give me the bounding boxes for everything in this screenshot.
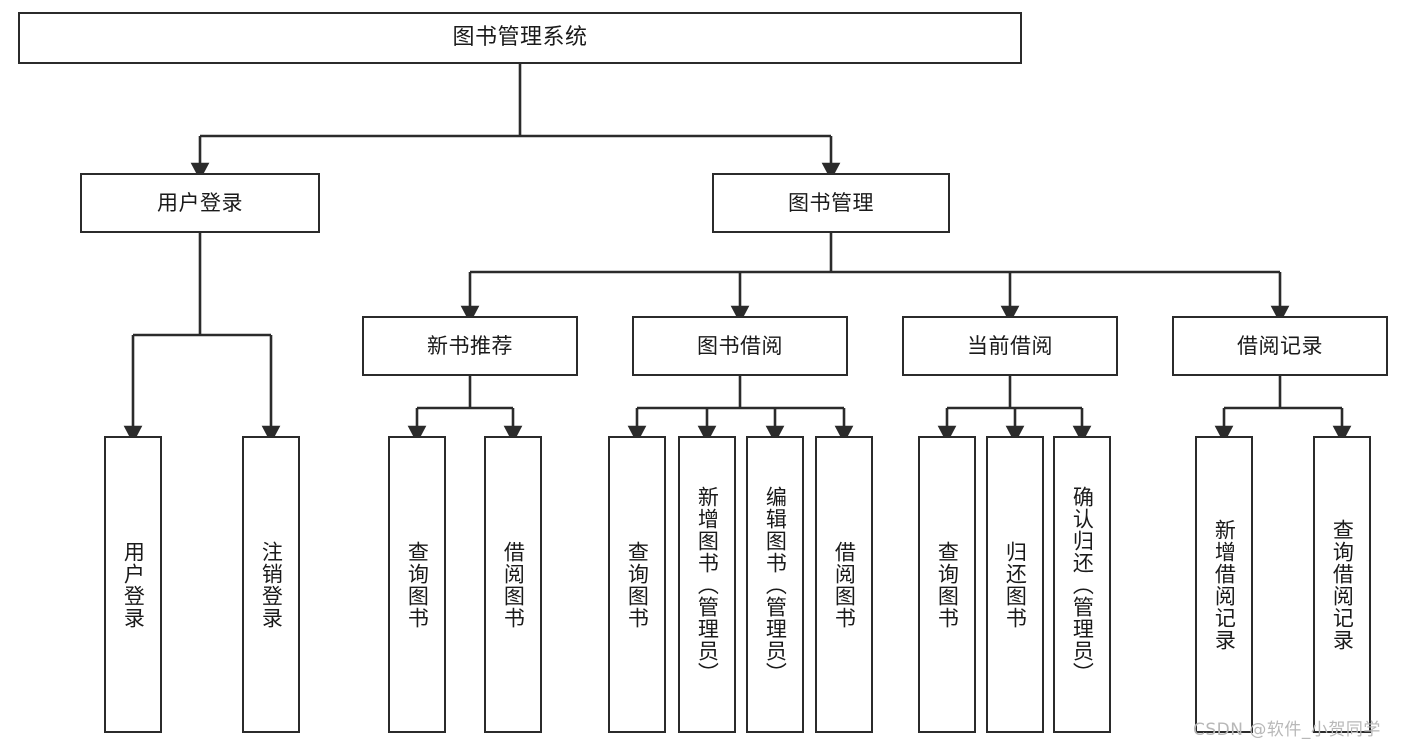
leaf-query-book-2[interactable]: 查询图书 [608,436,666,733]
node-borrow-record[interactable]: 借阅记录 [1172,316,1388,376]
node-current-borrow[interactable]: 当前借阅 [902,316,1118,376]
node-book-manage-label: 图书管理 [788,190,874,215]
node-root-label: 图书管理系统 [452,25,588,51]
leaf-query-book-1-label: 查询图书 [405,540,430,629]
leaf-user-login-label: 用户登录 [121,540,146,629]
node-book-manage[interactable]: 图书管理 [712,173,950,233]
leaf-add-borrow-record-label: 新增借阅记录 [1212,518,1237,651]
node-book-borrow-label: 图书借阅 [697,333,783,358]
leaf-borrow-book-1-label: 借阅图书 [501,540,526,629]
leaf-return-book[interactable]: 归还图书 [986,436,1044,733]
leaf-borrow-book-2[interactable]: 借阅图书 [815,436,873,733]
leaf-edit-book-label: 编辑图书（管理员） [763,485,788,684]
leaf-query-book-2-label: 查询图书 [625,540,650,629]
leaf-logout-label: 注销登录 [259,540,284,629]
node-root[interactable]: 图书管理系统 [18,12,1022,64]
leaf-query-borrow-record[interactable]: 查询借阅记录 [1313,436,1371,733]
node-user-login-label: 用户登录 [157,190,243,215]
leaf-logout[interactable]: 注销登录 [242,436,300,733]
leaf-query-book-3-label: 查询图书 [935,540,960,629]
leaf-return-book-label: 归还图书 [1003,540,1028,629]
leaf-query-book-3[interactable]: 查询图书 [918,436,976,733]
node-new-book-recommend[interactable]: 新书推荐 [362,316,578,376]
leaf-edit-book[interactable]: 编辑图书（管理员） [746,436,804,733]
leaf-add-borrow-record[interactable]: 新增借阅记录 [1195,436,1253,733]
node-current-borrow-label: 当前借阅 [967,333,1053,358]
leaf-borrow-book-2-label: 借阅图书 [832,540,857,629]
node-user-login[interactable]: 用户登录 [80,173,320,233]
node-borrow-record-label: 借阅记录 [1237,333,1323,358]
leaf-query-borrow-record-label: 查询借阅记录 [1330,518,1355,651]
leaf-borrow-book-1[interactable]: 借阅图书 [484,436,542,733]
leaf-confirm-return-label: 确认归还（管理员） [1070,485,1095,684]
leaf-user-login[interactable]: 用户登录 [104,436,162,733]
leaf-confirm-return[interactable]: 确认归还（管理员） [1053,436,1111,733]
csdn-watermark: CSDN @软件_小贺同学 [1193,720,1381,740]
node-new-book-recommend-label: 新书推荐 [427,333,513,358]
leaf-add-book-label: 新增图书（管理员） [695,485,720,684]
leaf-query-book-1[interactable]: 查询图书 [388,436,446,733]
leaf-add-book[interactable]: 新增图书（管理员） [678,436,736,733]
node-book-borrow[interactable]: 图书借阅 [632,316,848,376]
